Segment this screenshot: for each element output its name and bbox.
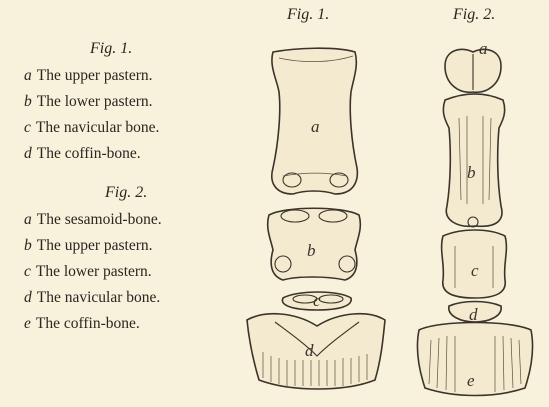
item-letter: a [24,67,32,84]
item-text: The lower pastern. [36,263,152,280]
item-text: The navicular bone. [36,119,160,136]
item-text: The navicular bone. [37,289,161,306]
fig1-label-c: c [313,291,321,310]
fig2-upper-pastern [443,94,504,226]
legend-fig1-item: d The coffin-bone. [24,145,141,163]
legend-fig2-item: b The upper pastern. [24,237,153,255]
fig1-label-a: a [311,117,320,136]
legend-fig1-item: a The upper pastern. [24,67,153,85]
fig2-label-a: a [479,39,488,58]
fig1-label-b: b [307,241,316,260]
legend-fig2-item: d The navicular bone. [24,289,160,307]
anatomical-plate: Fig. 1. Fig. 2. a b c [235,0,549,407]
item-letter: a [24,211,32,228]
fig2-coffin-bone [417,323,532,396]
fig2-label-b: b [467,163,476,182]
fig2-label-c: c [471,261,479,280]
fig1-illustration: a b c d [247,48,385,389]
fig2-label-d: d [469,305,478,324]
item-letter: c [24,263,31,280]
plate-fig2-title: Fig. 2. [453,6,495,24]
item-letter: d [24,289,32,306]
legend-fig2-item: c The lower pastern. [24,263,152,281]
legend-fig2-item: e The coffin-bone. [24,315,140,333]
legend-fig1-heading: Fig. 1. [90,40,132,58]
legend-fig2-heading: Fig. 2. [105,184,147,202]
item-text: The upper pastern. [37,67,153,84]
item-letter: c [24,119,31,136]
item-text: The coffin-bone. [36,315,140,332]
item-text: The sesamoid-bone. [37,211,162,228]
fig1-coffin-bone [247,314,385,389]
legend-fig2-item: a The sesamoid-bone. [24,211,162,229]
item-letter: d [24,145,32,162]
plate-fig1-title: Fig. 1. [287,6,329,24]
bone-illustration: a b c d a [235,0,549,407]
item-text: The lower pastern. [37,93,153,110]
item-letter: b [24,237,32,254]
legend-fig1-item: c The navicular bone. [24,119,159,137]
legend-fig1-item: b The lower pastern. [24,93,153,111]
item-letter: b [24,93,32,110]
fig1-label-d: d [305,341,314,360]
fig2-illustration: a b c d e [417,39,532,396]
item-text: The upper pastern. [37,237,153,254]
item-letter: e [24,315,31,332]
fig2-label-e: e [467,371,475,390]
item-text: The coffin-bone. [37,145,141,162]
